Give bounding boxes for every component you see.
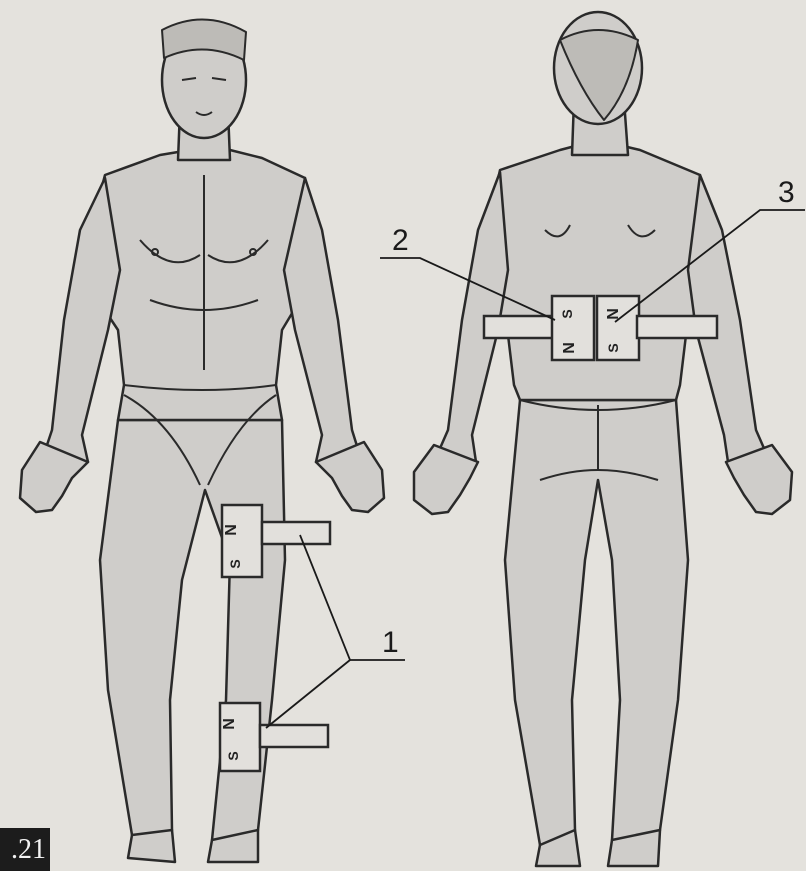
calf-magnet-south-label: S — [225, 751, 241, 760]
callout-label-1: 1 — [382, 626, 399, 659]
callout-label-3: 3 — [778, 176, 795, 209]
callout-label-2: 2 — [392, 224, 409, 257]
calf-magnet-north-label: N — [221, 718, 238, 730]
back-left-north-label: N — [561, 342, 578, 354]
back-left-south-label: S — [559, 309, 575, 318]
thigh-magnet-south-label: S — [227, 559, 243, 568]
back-right-south-label: S — [605, 343, 621, 352]
figure-number-badge: .21 — [0, 828, 50, 871]
back-body-figure — [414, 12, 792, 866]
thigh-magnet-north-label: N — [223, 524, 240, 536]
front-body-figure — [20, 22, 384, 862]
